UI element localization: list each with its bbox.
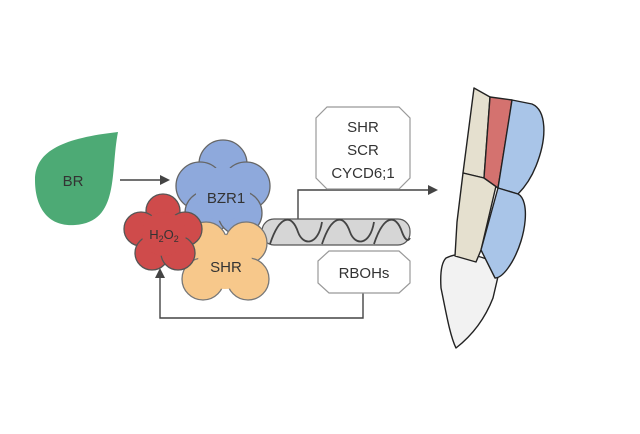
shr-shape (181, 221, 270, 301)
dna-strands (269, 219, 411, 245)
target-genes-frame (315, 106, 411, 190)
rbohs-label: RBOHs (339, 265, 390, 282)
dna-helix (261, 218, 411, 246)
dna-rod (261, 218, 411, 246)
target-gene-shr: SHR (347, 119, 379, 136)
cell-blue-upper (497, 99, 545, 195)
cell-blue-lower (480, 187, 527, 279)
activation-arrow (297, 185, 438, 226)
h2o2-node: H2O2 (123, 193, 203, 271)
br-node: BR (35, 132, 118, 226)
shr-label: SHR (210, 259, 242, 276)
rbohs-box: RBOHs (317, 250, 411, 294)
br-drop-shape (35, 132, 118, 226)
h2o2-shape (123, 193, 203, 271)
bzr1-node: BZR1 (175, 139, 271, 236)
rbohs-to-h2o2-arrow (155, 268, 364, 319)
root-tip (440, 87, 545, 349)
bzr1-label: BZR1 (207, 190, 245, 207)
h2o2-label: H2O2 (149, 227, 179, 244)
target-genes-box: SHR SCR CYCD6;1 (315, 106, 411, 190)
target-gene-cycd6: CYCD6;1 (331, 165, 394, 182)
bzr1-shape (175, 139, 271, 236)
target-gene-scr: SCR (347, 142, 379, 159)
rbohs-frame (317, 250, 411, 294)
shr-node: SHR (181, 221, 270, 301)
br-label: BR (63, 173, 84, 190)
